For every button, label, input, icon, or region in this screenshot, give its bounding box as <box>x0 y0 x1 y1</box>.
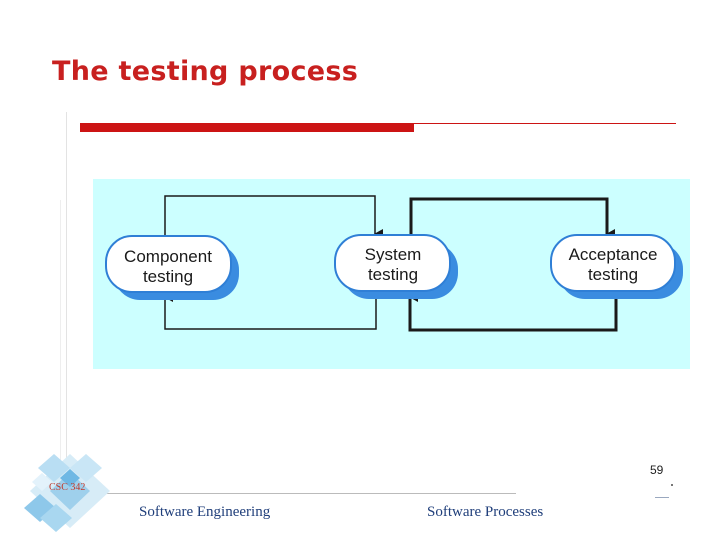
component-testing-label-line1: Component <box>124 247 212 266</box>
system-testing-node: System testing <box>334 234 458 299</box>
feedback-arrow-system-to-component <box>164 289 377 330</box>
course-code: CSC 342 <box>49 482 85 493</box>
footer-dot <box>671 484 673 486</box>
footer-dash <box>655 497 669 498</box>
acceptance-testing-label-line1: Acceptance <box>569 245 658 264</box>
footer-chapter-name: Software Processes <box>427 504 544 520</box>
system-testing-label-line2: testing <box>368 265 418 284</box>
title-underline-thin <box>414 123 676 124</box>
flow-arrow-system-to-acceptance <box>409 197 615 239</box>
acceptance-testing-node: Acceptance testing <box>550 234 683 299</box>
footer-course-name: Software Engineering <box>139 504 271 520</box>
acceptance-testing-label-line2: testing <box>588 265 638 284</box>
page-number: 59 <box>650 463 664 477</box>
footer-rule <box>90 493 516 494</box>
testing-process-diagram: Component testing System testing Accepta… <box>93 179 690 369</box>
component-testing-node: Component testing <box>105 235 239 300</box>
slide-title: The testing process <box>52 56 359 87</box>
left-margin-rule-faint <box>60 200 61 470</box>
flow-arrow-component-to-system <box>164 195 383 239</box>
system-testing-label-line1: System <box>365 245 422 264</box>
course-logo: CSC 342 <box>24 454 110 532</box>
title-underline-bar <box>80 123 414 132</box>
left-margin-rule <box>66 112 67 492</box>
component-testing-label-line2: testing <box>143 267 193 286</box>
feedback-arrow-acceptance-to-system <box>408 289 618 332</box>
diagram-canvas: Component testing System testing Accepta… <box>105 195 683 332</box>
